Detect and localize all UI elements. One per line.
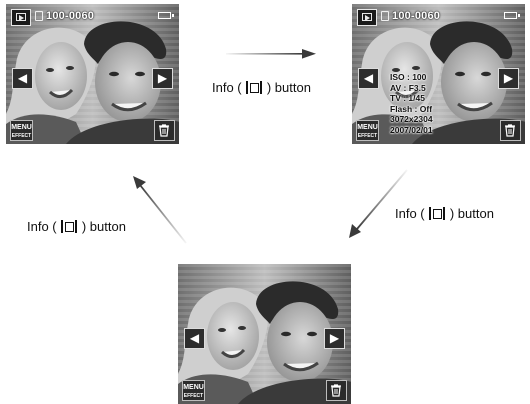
effect-label: EFFECT	[357, 133, 378, 139]
caption-suffix: ) button	[78, 219, 126, 234]
file-number: 100-0060	[392, 10, 441, 22]
info-button-icon	[428, 207, 446, 220]
image-size-value: 3072x2304	[390, 114, 433, 124]
playback-mode-icon	[357, 9, 377, 26]
protect-icon	[381, 11, 389, 21]
battery-icon	[504, 12, 520, 19]
flash-value: Flash : Off	[390, 103, 433, 114]
shutter-value: TV : 1/45	[390, 93, 425, 103]
next-image-button[interactable]: ▶	[498, 68, 519, 89]
lcd-screen-off: ◀ ▶ MENU EFFECT	[178, 264, 351, 404]
menu-effect-button[interactable]: MENU EFFECT	[356, 120, 379, 141]
menu-effect-button[interactable]: MENU EFFECT	[10, 120, 33, 141]
previous-image-button[interactable]: ◀	[358, 68, 379, 89]
previous-image-button[interactable]: ◀	[184, 328, 205, 349]
delete-button[interactable]	[154, 120, 175, 141]
caption-prefix: Info (	[212, 80, 246, 95]
menu-label: MENU	[357, 124, 378, 131]
effect-label: EFFECT	[11, 133, 32, 139]
next-image-button[interactable]: ▶	[152, 68, 173, 89]
lcd-screen-detailed: 100-0060 ◀ ▶ ISO : 100 AV : F3.5 TV : 1/…	[352, 4, 525, 144]
file-number: 100-0060	[46, 10, 95, 22]
arrow-left	[133, 176, 187, 244]
caption-prefix: Info (	[395, 206, 429, 221]
caption-top: Info ( ) button	[212, 80, 311, 95]
delete-button[interactable]	[326, 380, 347, 401]
trash-icon	[331, 384, 341, 397]
previous-image-button[interactable]: ◀	[12, 68, 33, 89]
delete-button[interactable]	[500, 120, 521, 141]
info-button-icon	[60, 220, 78, 233]
info-button-icon	[245, 81, 263, 94]
caption-left: Info ( ) button	[27, 219, 126, 234]
shooting-info-panel: ISO : 100 AV : F3.5 TV : 1/45 Flash : Of…	[390, 72, 433, 135]
arrow-top	[226, 49, 316, 59]
caption-suffix: ) button	[446, 206, 494, 221]
menu-label: MENU	[11, 124, 32, 131]
date-value: 2007/02/01	[390, 124, 433, 135]
effect-label: EFFECT	[183, 393, 204, 399]
menu-label: MENU	[183, 384, 204, 391]
caption-prefix: Info (	[27, 219, 61, 234]
aperture-value: AV : F3.5	[390, 82, 426, 93]
caption-right: Info ( ) button	[395, 206, 494, 221]
next-image-button[interactable]: ▶	[324, 328, 345, 349]
trash-icon	[505, 124, 515, 137]
protect-icon	[35, 11, 43, 21]
battery-icon	[158, 12, 174, 19]
lcd-screen-normal: 100-0060 ◀ ▶ MENU EFFECT	[6, 4, 179, 144]
iso-value: ISO : 100	[390, 72, 427, 82]
playback-mode-icon	[11, 9, 31, 26]
caption-suffix: ) button	[263, 80, 311, 95]
trash-icon	[159, 124, 169, 137]
menu-effect-button[interactable]: MENU EFFECT	[182, 380, 205, 401]
arrow-right	[349, 169, 408, 238]
